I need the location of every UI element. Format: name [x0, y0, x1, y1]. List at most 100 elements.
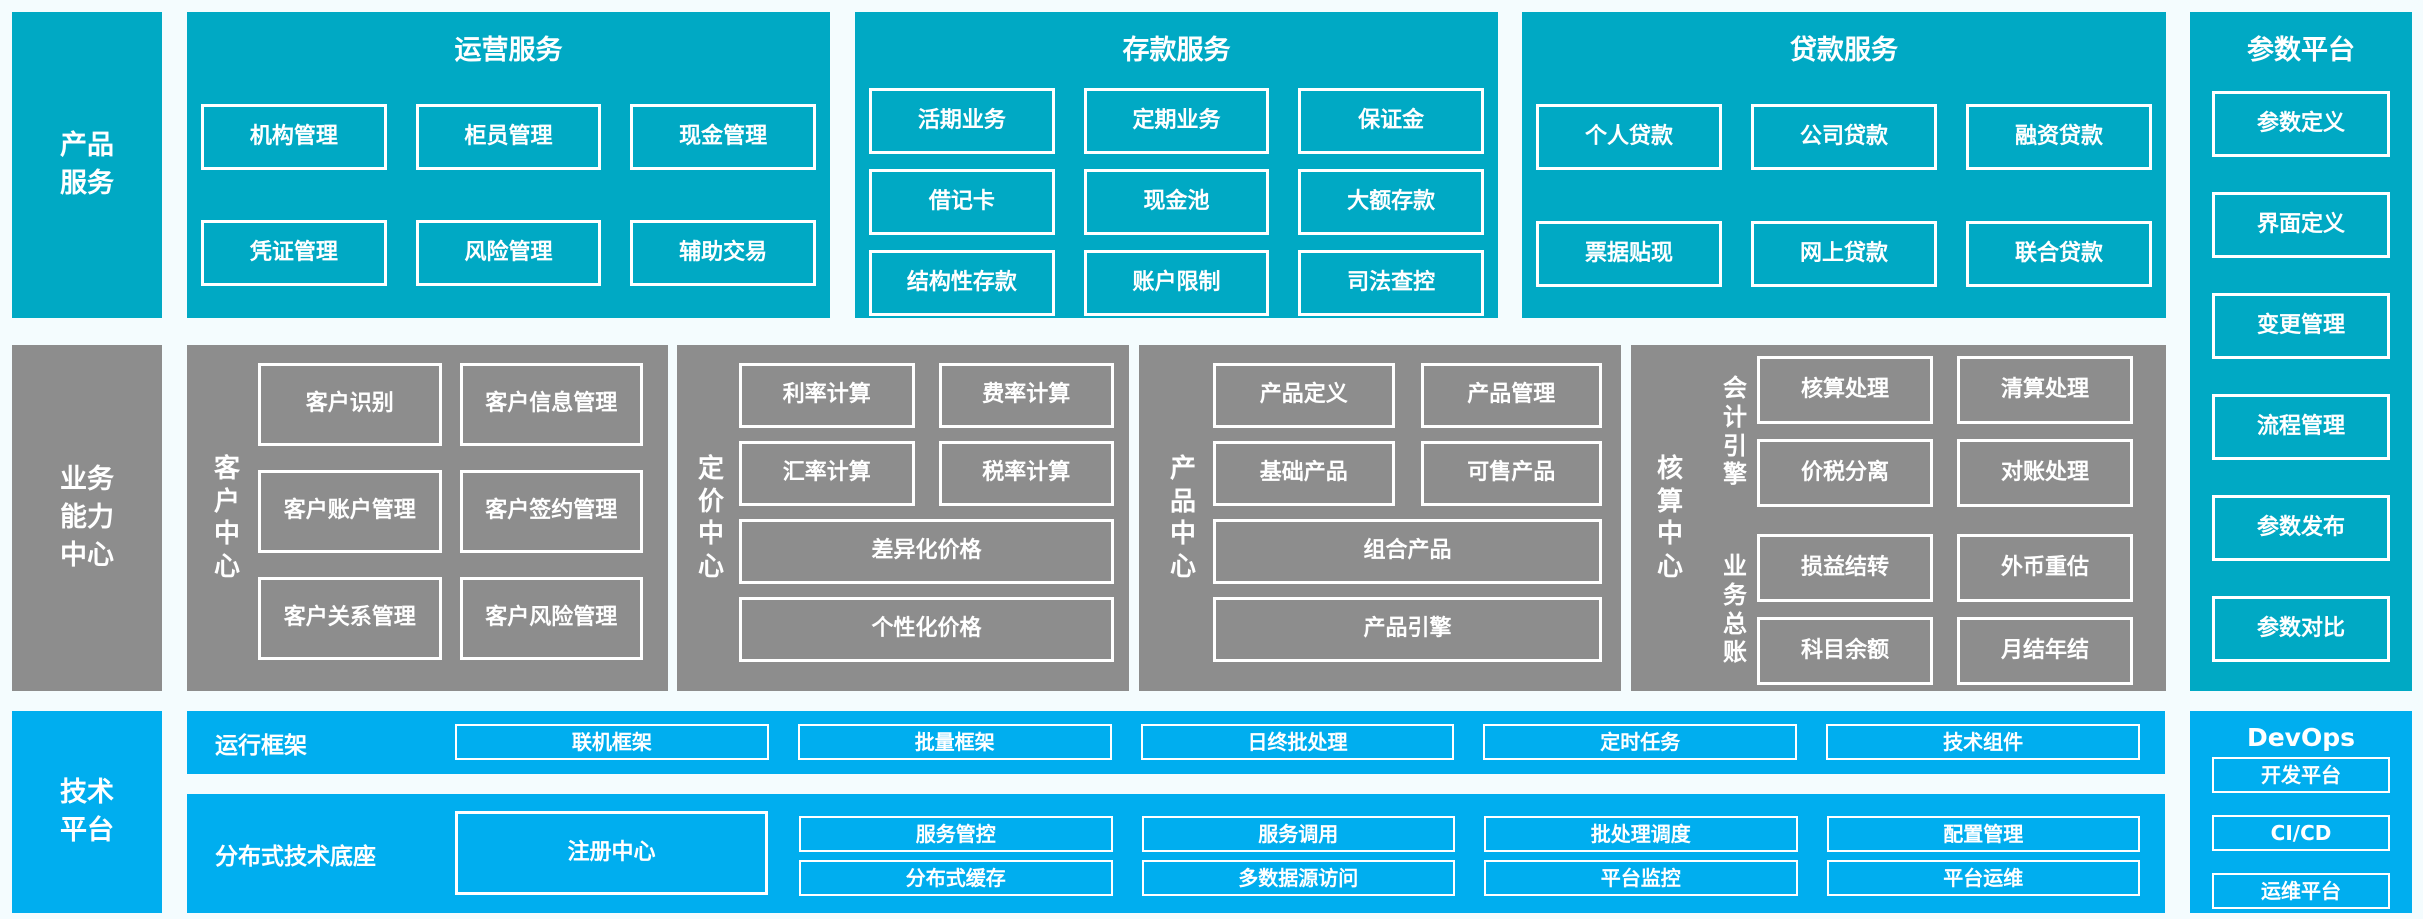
loans-grid: 个人贷款公司贷款融资贷款票据贴现网上贷款联合贷款	[1536, 104, 2152, 287]
vertical-label-product-center: 产 品 中 心	[1169, 454, 1196, 582]
module-box: CI/CD	[2212, 815, 2390, 851]
module-box: 参数定义	[2212, 91, 2390, 157]
module-box: 利率计算	[739, 363, 915, 428]
module-box: 大额存款	[1298, 169, 1484, 235]
module-box: 融资贷款	[1966, 104, 2152, 170]
deposits-grid: 活期业务定期业务保证金借记卡现金池大额存款结构性存款账户限制司法查控	[869, 88, 1484, 316]
module-box: 产品管理	[1420, 363, 1602, 428]
module-box: 客户签约管理	[459, 470, 643, 553]
module-box: 客户信息管理	[459, 363, 643, 446]
section-customer-center: 客 户 中 心 客户识别客户信息管理客户账户管理客户签约管理客户关系管理客户风险…	[187, 345, 668, 691]
operations-grid: 机构管理柜员管理现金管理凭证管理风险管理辅助交易	[201, 104, 816, 286]
section-operations-services: 运营服务 机构管理柜员管理现金管理凭证管理风险管理辅助交易	[187, 12, 830, 318]
module-box: 基础产品	[1213, 441, 1395, 506]
accounting-engine-grid: 核算处理清算处理价税分离对账处理	[1757, 356, 2133, 507]
rail-business-capability-center: 业务 能力 中心	[12, 345, 162, 691]
registry-center-box: 注册中心	[455, 811, 768, 895]
module-box: 批量框架	[797, 724, 1112, 760]
module-box: 客户账户管理	[258, 470, 442, 553]
module-box: 票据贴现	[1536, 221, 1722, 287]
pricing-grid: 利率计算费率计算汇率计算税率计算	[739, 363, 1114, 506]
business-ledger-group: 业 务 总 账 损益结转外币重估科目余额月结年结	[1713, 534, 2133, 685]
module-box: 客户识别	[258, 363, 442, 446]
band-label-distributed-tech-base: 分布式技术底座	[215, 843, 376, 870]
module-box: 界面定义	[2212, 192, 2390, 258]
parameters-stack: 参数定义界面定义变更管理流程管理参数发布参数对比	[2212, 91, 2390, 662]
pricing-wide-stack: 差异化价格个性化价格	[739, 519, 1114, 662]
module-box: 风险管理	[415, 220, 602, 286]
section-distributed-tech-base: 分布式技术底座 注册中心 服务管控服务调用批处理调度配置管理分布式缓存多数据源访…	[187, 794, 2165, 913]
module-box: 清算处理	[1957, 356, 2133, 424]
rail-product-services: 产品 服务	[12, 12, 162, 318]
module-box: 多数据源访问	[1141, 860, 1455, 896]
section-parameter-platform: 参数平台 参数定义界面定义变更管理流程管理参数发布参数对比	[2190, 12, 2412, 691]
module-box: 现金池	[1083, 169, 1270, 235]
customer-grid: 客户识别客户信息管理客户账户管理客户签约管理客户关系管理客户风险管理	[258, 363, 643, 660]
vertical-label-business-ledger: 业 务 总 账	[1723, 551, 1747, 667]
module-box-wide: 差异化价格	[739, 519, 1114, 584]
section-title: 参数平台	[2247, 35, 2355, 66]
vertical-label-pricing-center: 定 价 中 心	[697, 454, 724, 582]
module-box: 外币重估	[1957, 534, 2133, 602]
module-box: 联机框架	[455, 724, 769, 760]
module-box-wide: 个性化价格	[739, 597, 1114, 662]
section-title: 贷款服务	[1790, 35, 1898, 66]
module-box: 产品定义	[1213, 363, 1395, 428]
module-box: 凭证管理	[201, 220, 387, 286]
module-box: 价税分离	[1757, 439, 1933, 507]
module-box: 司法查控	[1298, 250, 1484, 316]
module-box: 客户关系管理	[258, 577, 442, 660]
module-box: 核算处理	[1757, 356, 1933, 424]
module-box: 平台监控	[1484, 860, 1798, 896]
module-box: 可售产品	[1420, 441, 1602, 506]
module-box: 科目余额	[1757, 617, 1933, 685]
module-box: 网上贷款	[1751, 221, 1937, 287]
module-box: 机构管理	[201, 104, 387, 170]
module-box: 税率计算	[938, 441, 1114, 506]
module-box: 柜员管理	[415, 104, 602, 170]
section-loan-services: 贷款服务 个人贷款公司贷款融资贷款票据贴现网上贷款联合贷款	[1522, 12, 2166, 318]
module-box: 定期业务	[1083, 88, 1270, 154]
module-box: 结构性存款	[869, 250, 1055, 316]
module-box-wide: 组合产品	[1213, 519, 1602, 584]
module-box: 现金管理	[630, 104, 816, 170]
band-label-runtime-framework: 运行框架	[215, 732, 307, 759]
module-box: 日终批处理	[1140, 724, 1455, 760]
module-box: 平台运维	[1826, 860, 2140, 896]
module-box: 运维平台	[2212, 873, 2390, 909]
module-box: 损益结转	[1757, 534, 1933, 602]
module-box: 对账处理	[1957, 439, 2133, 507]
product-center-grid: 产品定义产品管理基础产品可售产品	[1213, 363, 1602, 506]
distributed-grid: 服务管控服务调用批处理调度配置管理分布式缓存多数据源访问平台监控平台运维	[799, 816, 2140, 896]
product-center-wide-stack: 组合产品产品引擎	[1213, 519, 1602, 662]
module-box: 个人贷款	[1536, 104, 1722, 170]
module-box: 流程管理	[2212, 394, 2390, 460]
module-box: 联合贷款	[1966, 221, 2152, 287]
section-title: 存款服务	[1122, 35, 1231, 66]
business-ledger-grid: 损益结转外币重估科目余额月结年结	[1757, 534, 2133, 685]
module-box: 服务调用	[1141, 816, 1455, 852]
module-box: 客户风险管理	[459, 577, 643, 660]
module-box: 服务管控	[799, 816, 1113, 852]
module-box: 活期业务	[869, 88, 1055, 154]
section-title: 运营服务	[454, 35, 563, 66]
module-box: 费率计算	[938, 363, 1114, 428]
module-box: 分布式缓存	[799, 860, 1113, 896]
module-box: 变更管理	[2212, 293, 2390, 359]
accounting-engine-group: 会 计 引 擎 核算处理清算处理价税分离对账处理	[1713, 356, 2133, 507]
section-title: DevOps	[2246, 723, 2356, 752]
section-pricing-center: 定 价 中 心 利率计算费率计算汇率计算税率计算 差异化价格个性化价格	[677, 345, 1129, 691]
vertical-label-accounting-engine: 会 计 引 擎	[1723, 373, 1747, 489]
module-box: 保证金	[1298, 88, 1484, 154]
module-box-wide: 产品引擎	[1213, 597, 1602, 662]
module-box: 定时任务	[1483, 724, 1798, 760]
module-box: 批处理调度	[1484, 816, 1798, 852]
module-box: 参数发布	[2212, 495, 2390, 561]
section-deposit-services: 存款服务 活期业务定期业务保证金借记卡现金池大额存款结构性存款账户限制司法查控	[855, 12, 1498, 318]
module-box: 账户限制	[1083, 250, 1270, 316]
module-box: 配置管理	[1826, 816, 2140, 852]
module-box: 汇率计算	[739, 441, 915, 506]
